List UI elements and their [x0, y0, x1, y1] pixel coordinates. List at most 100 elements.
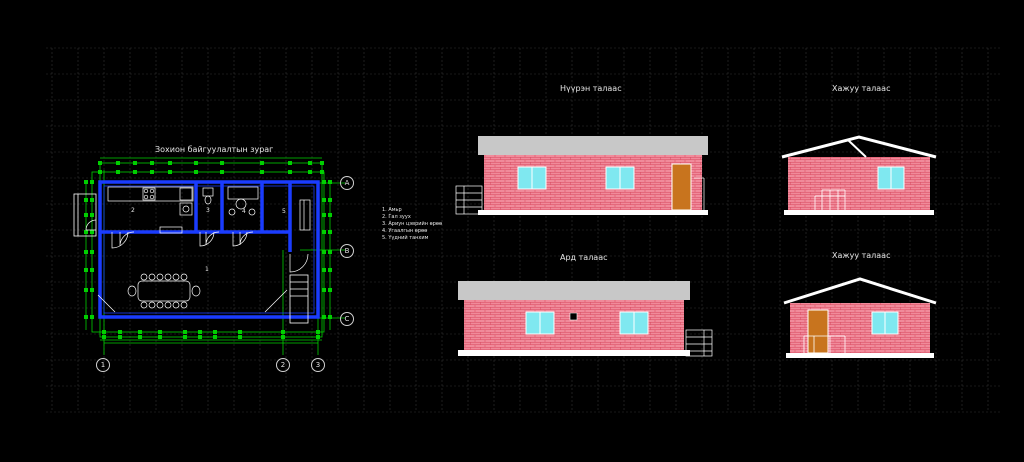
dimension-tick — [198, 335, 202, 339]
dining-chair — [172, 301, 180, 309]
dimension-tick — [116, 161, 120, 165]
dimension-tick — [90, 268, 94, 272]
back-elevation-title: Ард талаас — [560, 253, 608, 262]
dimension-tick — [84, 268, 88, 272]
side-elevation-upper — [781, 135, 937, 215]
dining-chair — [164, 301, 172, 309]
dimension-tick — [328, 230, 332, 234]
dimension-tick — [322, 198, 326, 202]
dimension-tick — [183, 335, 187, 339]
front-steps — [455, 177, 705, 215]
axis-tag-3: 3 — [311, 358, 325, 372]
axis-tag-2: 2 — [276, 358, 290, 372]
dimension-tick — [168, 170, 172, 174]
dimension-tick — [158, 330, 162, 334]
walls — [98, 180, 320, 319]
back-vent — [569, 312, 578, 321]
room-label-1: 1 — [205, 266, 209, 273]
side-railing-lower — [803, 335, 846, 353]
dimension-tick — [118, 330, 122, 334]
dimension-tick — [213, 335, 217, 339]
legend-item-4: 4. Угаалгын өрөө — [382, 228, 428, 234]
legend-item-1: 1. Амьр — [382, 207, 402, 213]
dining-chair — [140, 273, 148, 281]
dimension-tick — [316, 335, 320, 339]
side-door — [807, 309, 829, 354]
dimension-tick — [322, 315, 326, 319]
dimension-tick — [90, 315, 94, 319]
dining-chair — [180, 301, 188, 309]
dimension-tick — [328, 288, 332, 292]
front-elevation-title: Нүүрэн талаас — [560, 84, 622, 93]
dining-chair — [180, 273, 188, 281]
axis-tag-b: B — [340, 244, 354, 258]
kitchen-furniture — [107, 186, 194, 234]
left-porch — [73, 193, 97, 237]
dimension-tick — [84, 230, 88, 234]
dimension-tick — [183, 330, 187, 334]
dining-chair — [156, 301, 164, 309]
dimension-tick — [308, 161, 312, 165]
dimension-tick — [194, 170, 198, 174]
dimension-tick — [322, 213, 326, 217]
dimension-tick — [322, 230, 326, 234]
dimension-tick — [168, 161, 172, 165]
dimension-tick — [322, 250, 326, 254]
room-label-2: 2 — [131, 207, 135, 214]
dimension-tick — [328, 268, 332, 272]
hall-furniture — [299, 199, 311, 231]
front-elevation — [455, 136, 708, 215]
dining-table — [127, 273, 201, 309]
dimension-tick — [84, 213, 88, 217]
back-elevation — [458, 281, 713, 357]
dining-chair — [148, 301, 156, 309]
dimension-tick — [322, 268, 326, 272]
right-porch — [289, 274, 309, 324]
dimension-tick — [320, 170, 324, 174]
dimension-lines — [85, 157, 345, 355]
dimension-tick — [84, 250, 88, 254]
legend-item-5: 5. Үүдний танхим — [382, 235, 429, 241]
dimension-tick — [260, 161, 264, 165]
dimension-tick — [194, 161, 198, 165]
bathroom-fixtures — [202, 186, 259, 216]
dimension-tick — [90, 180, 94, 184]
dimension-tick — [90, 250, 94, 254]
room-label-5: 5 — [282, 208, 286, 215]
side-elevation-title-upper: Хажуу талаас — [832, 84, 891, 93]
floor-plan — [73, 157, 345, 355]
back-steps — [685, 329, 713, 357]
dimension-tick — [133, 161, 137, 165]
dimension-tick — [150, 161, 154, 165]
legend-item-3: 3. Ариун цэврийн өрөө — [382, 221, 442, 227]
dining-chair — [140, 301, 148, 309]
side-railing-upper — [814, 189, 846, 210]
plan-title: Зохион байгуулалтын зураг — [155, 145, 274, 154]
dimension-tick — [198, 330, 202, 334]
dimension-ticks — [84, 161, 332, 339]
dimension-tick — [260, 170, 264, 174]
dimension-tick — [322, 288, 326, 292]
front-roof — [478, 136, 708, 155]
dimension-tick — [288, 161, 292, 165]
dimension-tick — [84, 288, 88, 292]
dimension-tick — [84, 198, 88, 202]
dimension-tick — [328, 198, 332, 202]
dimension-tick — [281, 335, 285, 339]
dimension-tick — [138, 330, 142, 334]
front-door — [671, 163, 692, 211]
dimension-tick — [90, 230, 94, 234]
dimension-tick — [102, 335, 106, 339]
dimension-tick — [220, 170, 224, 174]
dimension-tick — [238, 330, 242, 334]
dimension-tick — [213, 330, 217, 334]
dimension-tick — [322, 180, 326, 184]
dimension-tick — [158, 335, 162, 339]
axis-tag-1: 1 — [96, 358, 110, 372]
dimension-tick — [98, 161, 102, 165]
dimension-tick — [102, 330, 106, 334]
dimension-tick — [328, 213, 332, 217]
side-elevation-title-lower: Хажуу талаас — [832, 251, 891, 260]
room-label-4: 4 — [242, 208, 246, 215]
